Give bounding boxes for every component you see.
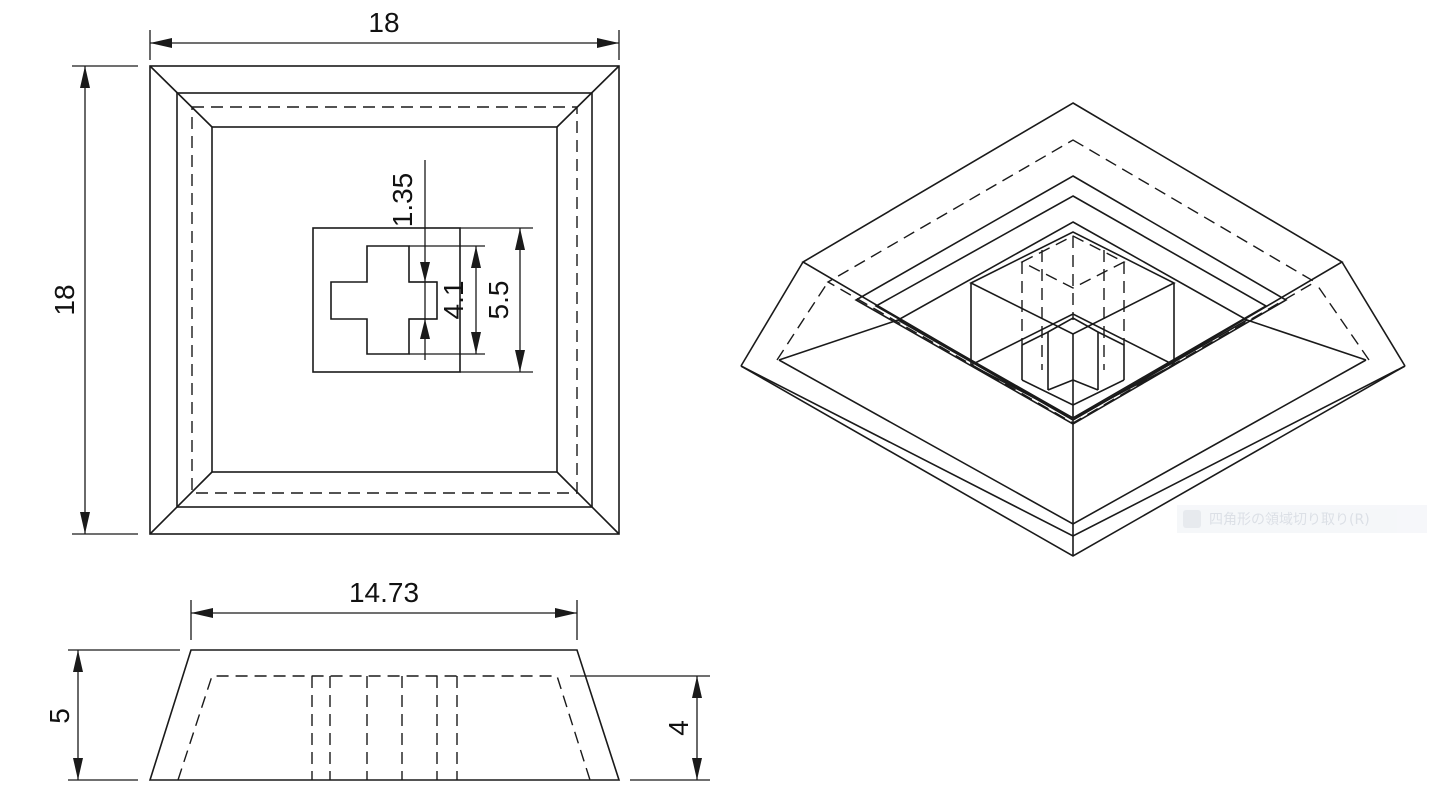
dim-side-width-label: 14.73 <box>349 577 419 608</box>
crop-icon <box>1183 510 1201 528</box>
dim-stem-label: 5.5 <box>483 281 514 320</box>
second-outline <box>176 92 593 508</box>
isometric-view <box>740 102 1406 557</box>
iso-inner-rim <box>854 175 1288 425</box>
stem-square <box>312 227 461 373</box>
hidden-inner-wall <box>191 106 578 494</box>
tooltip-label: 四角形の領域切り取り(R) <box>1209 512 1370 528</box>
dim-cross-gap-label: 1.35 <box>387 173 418 228</box>
side-outline <box>148 649 621 781</box>
dim-side-inner-height: 4 <box>570 675 710 781</box>
dim-cross-size-label: 4.1 <box>438 281 469 320</box>
dim-width-label: 18 <box>368 7 399 38</box>
side-view: 14.73 5 4 <box>44 577 710 781</box>
dim-left-height: 18 <box>49 65 138 535</box>
dim-side-total-height: 5 <box>44 649 180 781</box>
dim-side-top-width: 14.73 <box>190 577 578 640</box>
iso-stem <box>969 231 1176 419</box>
dim-height-label: 18 <box>49 284 80 315</box>
inner-floor-outline <box>211 126 558 473</box>
side-hidden-inner <box>177 675 591 781</box>
dim-total-height-label: 5 <box>44 708 75 724</box>
dim-inner-height-label: 4 <box>663 720 694 736</box>
top-view: 18 18 1.35 4.1 <box>49 7 620 535</box>
tooltip: 四角形の領域切り取り(R) <box>1177 505 1427 533</box>
outer-outline <box>149 65 620 535</box>
dim-cross: 1.35 4.1 <box>387 160 485 360</box>
dim-top-width: 18 <box>149 7 620 60</box>
dim-stem: 5.5 <box>460 227 533 373</box>
